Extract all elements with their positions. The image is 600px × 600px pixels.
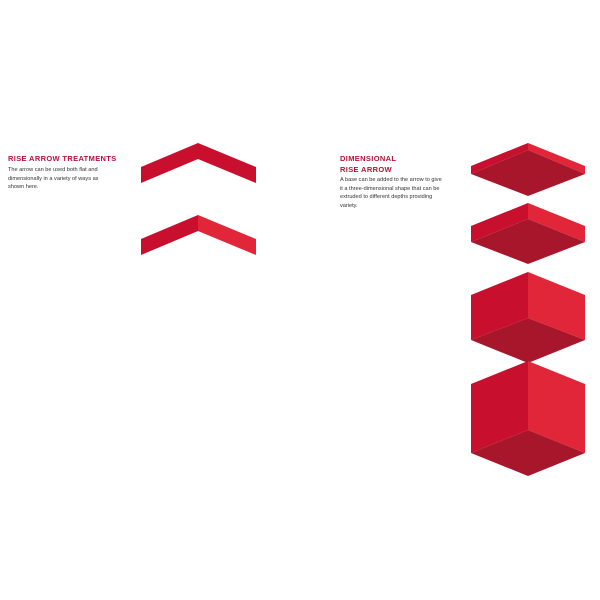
extruded-arrow-deep-left-face xyxy=(471,272,528,340)
extruded-arrow-deep-right-face xyxy=(528,272,585,340)
extruded-arrow-medium-left-face xyxy=(471,203,528,242)
flat-arrow-illustration xyxy=(141,143,256,183)
heading-line-2: RISE ARROW xyxy=(340,165,392,174)
extruded-arrow-deep-base xyxy=(471,318,585,363)
extruded-arrow-shallow-right-face xyxy=(528,143,585,174)
extruded-arrow-deepest-right-face xyxy=(528,361,585,453)
extruded-arrow-medium-base xyxy=(471,219,585,264)
extruded-arrow-medium xyxy=(471,203,585,264)
extruded-arrow-shallow xyxy=(471,143,585,196)
section-heading-rise-arrow-treatments: RISE ARROW TREATMENTS xyxy=(8,154,117,163)
two-tone-arrow-left-face xyxy=(141,215,198,255)
extruded-arrow-deepest-base xyxy=(471,430,585,476)
extruded-arrow-shallow-base xyxy=(471,150,585,196)
extruded-arrow-shallow-left-face xyxy=(471,143,528,174)
flat-arrow-shape xyxy=(141,143,256,183)
section-description-treatments: The arrow can be used both flat and dime… xyxy=(8,167,99,191)
section-description-dimensional: A base can be added to the arrow to give… xyxy=(340,177,442,209)
two-tone-arrow-illustration xyxy=(141,215,256,255)
heading-line-1: DIMENSIONAL xyxy=(340,154,397,163)
extruded-arrow-deep xyxy=(471,272,585,363)
two-tone-arrow-right-face xyxy=(198,215,256,255)
section-heading-dimensional-rise-arrow: DIMENSIONAL RISE ARROW xyxy=(340,153,440,175)
extruded-arrow-deepest-left-face xyxy=(471,361,528,453)
extruded-arrow-medium-right-face xyxy=(528,203,585,242)
extruded-arrow-deepest xyxy=(471,361,585,476)
